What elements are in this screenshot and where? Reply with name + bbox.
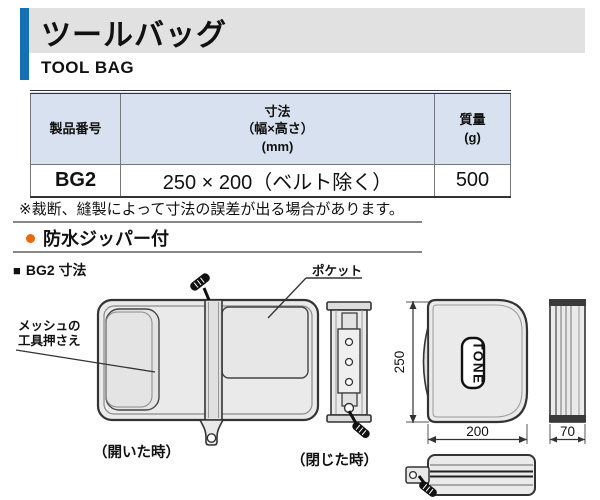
belt-loop — [198, 419, 225, 446]
svg-text:工具押さえ: 工具押さえ — [18, 333, 81, 348]
dim-depth: 70 — [549, 424, 586, 444]
cell-mass: 500 — [434, 164, 511, 197]
side-view-drawing — [549, 299, 586, 423]
spec-table-header-row: 製品番号 寸法 （幅×高さ） (mm) 質量 (g) — [30, 92, 511, 165]
mass-label-line1: 質量 — [459, 112, 486, 128]
spec-table: 製品番号 寸法 （幅×高さ） (mm) 質量 (g) BG2 250 × 200… — [30, 90, 511, 198]
accent-bar — [20, 8, 29, 80]
dimension-diagram: （開いた時） メッシュの 工具押さえ ポケット — [15, 263, 586, 497]
cell-product-number: BG2 — [30, 164, 121, 197]
mesh-panel — [105, 308, 160, 411]
table-row: BG2 250 × 200（ベルト除く） 500 — [30, 164, 511, 197]
label-mesh: メッシュの 工具押さえ — [15, 319, 156, 373]
bottom-view-drawing — [405, 454, 536, 497]
zipper-pull-icon — [190, 273, 211, 301]
dimensions-label-line2: （幅×高さ） — [241, 121, 314, 137]
tone-logo: TONE — [460, 336, 486, 390]
caption-open: （開いた時） — [93, 443, 180, 461]
dim-width: 200 — [427, 424, 528, 444]
title-strip — [29, 8, 585, 53]
dim-width-label: 200 — [466, 424, 489, 439]
pocket-panel — [221, 306, 309, 379]
opened-bag-drawing: （開いた時） — [93, 273, 320, 461]
mass-label-line2: (g) — [464, 130, 481, 145]
mesh-leader-line — [15, 349, 156, 373]
front-zipper-edge — [422, 326, 429, 398]
section-heading: ■ BG2 寸法 — [13, 260, 87, 280]
center-strap — [204, 299, 223, 421]
svg-text:TONE: TONE — [471, 341, 486, 384]
divider-line-bottom — [13, 251, 422, 253]
dim-height-label: 250 — [392, 351, 407, 374]
dimensions-label-line1: 寸法 — [264, 103, 291, 119]
svg-text:メッシュの: メッシュの — [18, 319, 81, 333]
label-pocket: ポケット — [267, 263, 362, 319]
col-header-product: 製品番号 — [30, 92, 121, 165]
closed-side-drawing: （閉じた時） — [291, 301, 378, 469]
note-text: ※裁断、縫製によって寸法の誤差が出る場合があります。 — [19, 201, 404, 218]
caption-closed: （閉じた時） — [291, 451, 378, 469]
col-header-dimensions: 寸法 （幅×高さ） (mm) — [120, 92, 435, 165]
col-header-mass: 質量 (g) — [434, 92, 511, 165]
zipper-pull-icon — [347, 410, 370, 439]
feature-label: 防水ジッパー付 — [43, 229, 169, 249]
bullet-icon — [26, 233, 35, 243]
dim-depth-label: 70 — [560, 424, 575, 439]
square-marker-icon: ■ — [13, 262, 21, 278]
cell-dimensions: 250 × 200（ベルト除く） — [120, 164, 435, 197]
front-view-drawing: TONE — [422, 298, 529, 424]
page-title: ツールバッグ — [41, 19, 227, 52]
col-header-product-label: 製品番号 — [49, 121, 102, 137]
page-title-en: TOOL BAG — [41, 58, 135, 77]
dimensions-label-line3: (mm) — [261, 138, 294, 154]
svg-text:ポケット: ポケット — [312, 263, 362, 278]
pocket-leader-line — [267, 277, 307, 319]
dim-height: 250 — [392, 301, 429, 423]
divider-line-top — [13, 221, 422, 223]
feature-row: 防水ジッパー付 — [26, 225, 169, 251]
zipper-pull-icon — [417, 475, 437, 497]
section-title: BG2 寸法 — [25, 262, 87, 278]
